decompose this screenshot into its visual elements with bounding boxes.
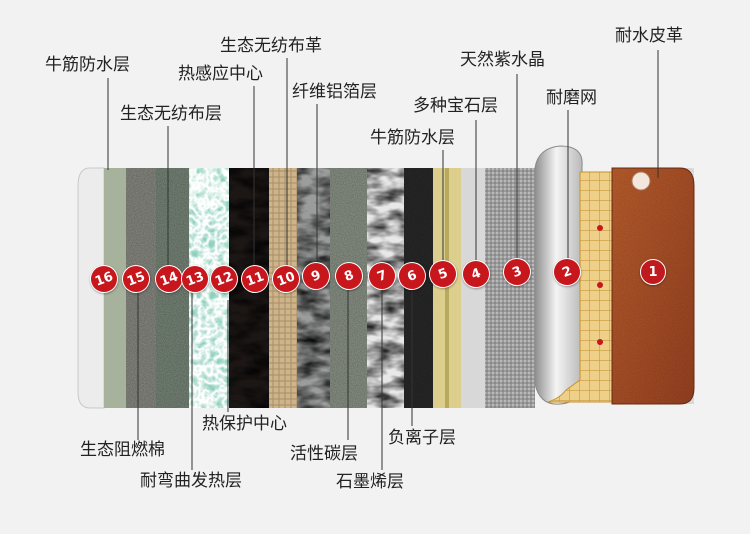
label-bottom-5: 负离子层 <box>388 428 456 448</box>
label-bottom-2: 热保护中心 <box>202 414 287 434</box>
label-bottom-4: 石墨烯层 <box>336 472 404 492</box>
label-top-6: 多种宝石层 <box>413 96 498 116</box>
layer-3 <box>485 168 535 408</box>
leather-button <box>631 171 651 191</box>
wear-mesh <box>547 171 613 403</box>
label-bottom-3: 活性碳层 <box>290 444 358 464</box>
label-top-5: 牛筋防水层 <box>370 128 455 148</box>
label-top-3: 热感应中心 <box>178 64 263 84</box>
label-top-8: 耐磨网 <box>546 88 597 108</box>
label-bottom-1: 耐弯曲发热层 <box>140 471 242 491</box>
label-top-9: 耐水皮革 <box>615 26 683 46</box>
label-bottom-0: 生态阻燃棉 <box>80 440 165 460</box>
label-top-1: 生态无纺布层 <box>120 104 222 124</box>
layer-15 <box>104 168 126 408</box>
label-top-2: 生态无纺布革 <box>220 36 322 56</box>
layer-16 <box>77 167 105 409</box>
leader-lines <box>107 50 659 470</box>
badge-1: 1 <box>640 259 666 285</box>
label-top-4: 纤维铝箔层 <box>292 82 377 102</box>
label-top-0: 牛筋防水层 <box>45 55 130 75</box>
label-top-7: 天然紫水晶 <box>460 50 545 70</box>
